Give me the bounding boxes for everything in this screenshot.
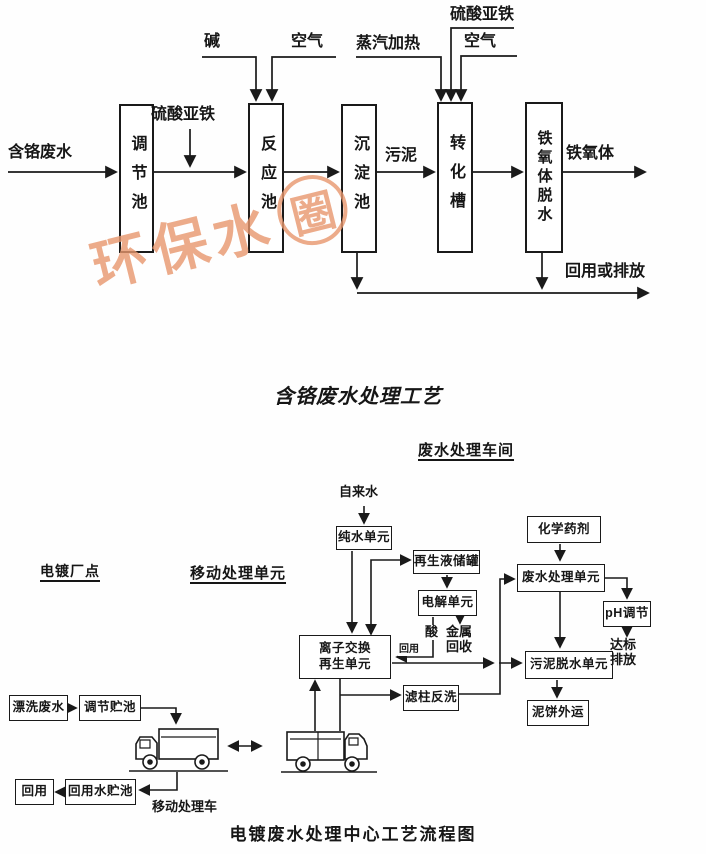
left-truck-window [139, 739, 151, 749]
rinse-wastewater-box: 漂洗废水 [9, 695, 68, 721]
right-truck [281, 731, 377, 773]
left-truck-cargo [158, 728, 219, 760]
arrow-to-ph [605, 577, 633, 600]
workshop-header: 废水处理车间 [418, 442, 515, 459]
influent-label: 含铬废水 [8, 144, 73, 161]
top-flow-lines [8, 27, 650, 300]
regen-liquid-tank-box: 再生液储罐 [413, 550, 480, 574]
discharge-standard-label: 达标 排放 [610, 637, 637, 667]
adjust-storage-tank-box: 调节贮池 [79, 695, 141, 721]
sludge-cake-out-box: 泥饼外运 [527, 700, 589, 726]
ph-adjust-box: pH调节 [603, 601, 651, 627]
arrow-truck-reusetank [138, 772, 178, 796]
tank-conversion: 转化槽 [437, 102, 473, 253]
tank-adjustment: 调节池 [119, 104, 154, 253]
top-diagram-title: 含铬废水处理工艺 [274, 386, 442, 408]
reuse-or-discharge-label: 回用或排放 [565, 263, 646, 280]
pure-water-unit-box: 纯水单元 [336, 526, 392, 550]
feed-steam-label: 蒸汽加热 [356, 35, 421, 52]
reuse-box: 回用 [15, 779, 54, 805]
filter-backwash-box: 滤柱反洗 [403, 685, 459, 711]
wastewater-treatment-unit-box: 废水处理单元 [517, 564, 605, 592]
arrow-backwash-to-wwt [459, 573, 516, 695]
ion-exchange-regen-box: 离子交换 再生单元 [299, 635, 391, 679]
feed-ferrous-sulfate-1-label: 硫酸亚铁 [151, 106, 216, 123]
bottom-diagram-caption: 电镀废水处理中心工艺流程图 [229, 825, 477, 844]
arrow-air1 [265, 56, 336, 102]
tap-water-label: 自来水 [339, 484, 379, 499]
plant-site-header: 电镀厂点 [40, 563, 100, 579]
feed-air-1-label: 空气 [291, 33, 324, 50]
feed-alkali-label: 碱 [204, 33, 221, 50]
acid-label: 酸 [424, 624, 440, 640]
right-truck-cargo [286, 731, 345, 761]
arrow-steam [356, 56, 448, 102]
ferrite-product-label: 铁氧体 [566, 145, 615, 162]
reuse-water-tank-box: 回用水贮池 [65, 779, 136, 805]
reuse-small-label: 回用 [398, 644, 420, 656]
arrow-ferrous2 [444, 27, 514, 102]
tank-sedimentation: 沉淀池 [341, 104, 377, 253]
tank-reaction: 反应池 [248, 103, 284, 253]
mobile-vehicle-label: 移动处理车 [152, 799, 218, 814]
arrow-adjust-truck [141, 707, 182, 725]
tank-ferrite-dewatering: 铁氧体脱水 [525, 102, 563, 253]
left-truck [129, 728, 228, 772]
mobile-unit-header: 移动处理单元 [190, 565, 287, 582]
sludge-label: 污泥 [385, 147, 418, 164]
bottom-flow-lines [54, 506, 633, 798]
metal-recovery-label: 金属 回收 [446, 624, 473, 654]
feed-air-2-label: 空气 [464, 33, 497, 50]
arrow-alkali [202, 56, 263, 102]
right-truck-window [348, 737, 359, 746]
chemical-agents-box: 化学药剂 [527, 516, 601, 543]
sludge-dewatering-unit-box: 污泥脱水单元 [525, 651, 613, 679]
feed-ferrous-sulfate-2-label: 硫酸亚铁 [450, 6, 515, 23]
arrow-ion-regentank [365, 554, 412, 636]
electrolysis-unit-box: 电解单元 [418, 590, 477, 616]
arrow-air2 [454, 55, 517, 102]
